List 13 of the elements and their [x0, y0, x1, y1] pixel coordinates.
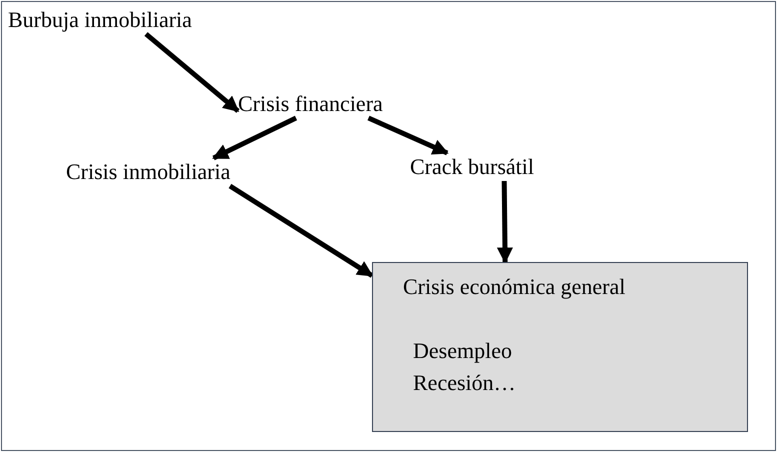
box-heading: Crisis económica general — [403, 273, 626, 300]
arrow — [367, 116, 449, 156]
node-label: Crisis inmobiliaria — [66, 158, 230, 186]
arrow — [228, 184, 374, 278]
arrow — [144, 32, 240, 113]
node-label: Burbuja inmobiliaria — [8, 6, 192, 34]
arrow — [212, 116, 298, 160]
node-label: Crisis financiera — [238, 90, 383, 118]
arrow — [496, 180, 513, 264]
node-label: Crack bursátil — [410, 153, 534, 180]
effect-text: Recesión… — [413, 368, 517, 396]
effect-text: Desempleo — [413, 336, 513, 365]
outcome-box — [372, 262, 748, 432]
